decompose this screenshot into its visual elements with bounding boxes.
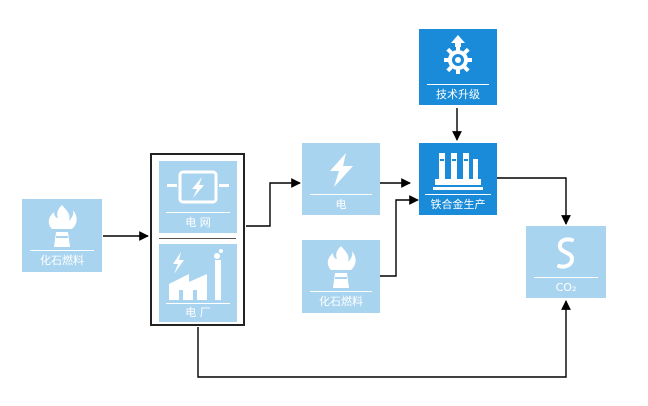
- tech-upgrade-node: 技术升级: [419, 29, 497, 105]
- power-system-container: 电 网 电 厂: [150, 153, 245, 326]
- flame-chimney-icon: [48, 205, 77, 247]
- flame-chimney-icon: [327, 246, 356, 288]
- arrow-fossil-mid-to-ferro: [380, 195, 419, 277]
- power-plant-node: 电 厂: [159, 244, 237, 322]
- grid-label: 电 网: [185, 216, 211, 229]
- fossil-fuel-node-left: 化石燃料: [22, 199, 102, 272]
- ferroalloy-production-node: 铁合金生产: [419, 143, 497, 215]
- arrow-grid-to-power: [246, 178, 301, 227]
- arrow-plant-to-co2: [197, 300, 571, 378]
- fossil-fuel-label: 化石燃料: [319, 295, 363, 308]
- tech-upgrade-label: 技术升级: [436, 88, 480, 101]
- lightning-screen-icon: [167, 170, 229, 204]
- divider-line: [166, 212, 230, 213]
- divider-line: [310, 194, 372, 195]
- gear-upgrade-icon: [444, 35, 472, 74]
- electricity-node: 电: [302, 143, 380, 215]
- s-curve-icon: [557, 237, 575, 269]
- ferroalloy-production-label: 铁合金生产: [430, 198, 486, 211]
- lightning-icon: [330, 153, 353, 187]
- divider-line: [534, 277, 598, 278]
- divider-line: [310, 291, 372, 292]
- factory-icon: [433, 153, 483, 190]
- power-plant-label: 电 厂: [185, 306, 211, 319]
- fossil-fuel-label: 化石燃料: [40, 254, 84, 267]
- divider-line: [30, 250, 94, 251]
- arrow-ferro-to-co2: [497, 177, 571, 225]
- divider-line: [427, 84, 489, 85]
- grid-node: 电 网: [159, 161, 237, 233]
- co2-label: CO₂: [555, 281, 577, 294]
- divider-line: [166, 303, 230, 304]
- divider-line: [425, 194, 491, 195]
- container-separator: [159, 238, 236, 239]
- power-plant-icon: [169, 249, 223, 300]
- co2-node: CO₂: [526, 226, 606, 298]
- fossil-fuel-node-middle: 化石燃料: [302, 240, 380, 313]
- electricity-label: 电: [335, 198, 347, 211]
